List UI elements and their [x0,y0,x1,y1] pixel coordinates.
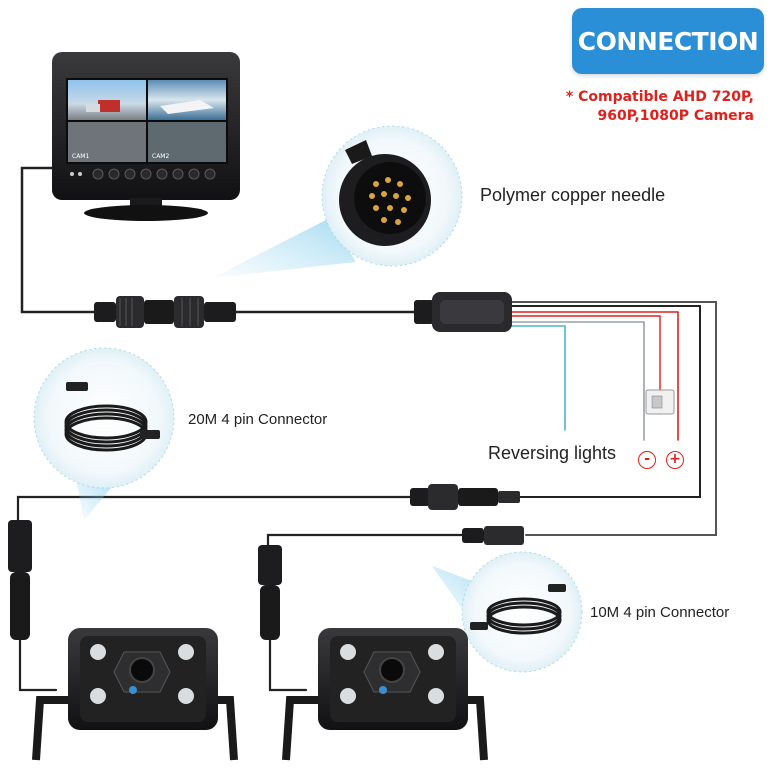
short-cable-callout [432,551,583,673]
long-cable-callout [33,347,175,520]
long-cable-label: 20M 4 pin Connector [188,411,328,428]
channel-label-1: CAM1 [72,153,89,160]
fuse-holder [645,389,675,415]
connection-badge: CONNECTION [572,8,764,74]
camera-view-boat [148,80,226,120]
pin-detail-callout [212,125,463,278]
monitor-button-row [92,168,216,180]
inline-connector-left [410,484,520,510]
camera-left [8,520,238,761]
camera-right [258,545,488,761]
aviation-connector-pair [94,296,236,328]
reversing-lights-label: Reversing lights [488,443,617,463]
positive-terminal-icon: + [666,451,684,469]
channel-label-2: CAM2 [152,153,169,160]
monitor: CAM1 CAM2 [52,52,240,221]
splitter-module [414,292,512,332]
main-wiring [16,166,717,692]
aviation-pin-connector [339,140,431,246]
compat-line-2: 960P,1080P Camera [597,108,755,124]
short-cable-label: 10M 4 pin Connector [590,604,730,621]
cable-coil-20m [64,404,148,452]
cable-coil-10m [486,597,562,635]
compatibility-note: * Compatible AHD 720P, 960P,1080P Camera [494,88,754,126]
badge-title: CONNECTION [577,26,759,56]
pin-detail-label: Polymer copper needle [480,185,666,205]
negative-terminal-icon: - [638,451,656,469]
inline-connector-right [462,526,524,545]
compat-line-1: * Compatible AHD 720P, [565,89,754,105]
